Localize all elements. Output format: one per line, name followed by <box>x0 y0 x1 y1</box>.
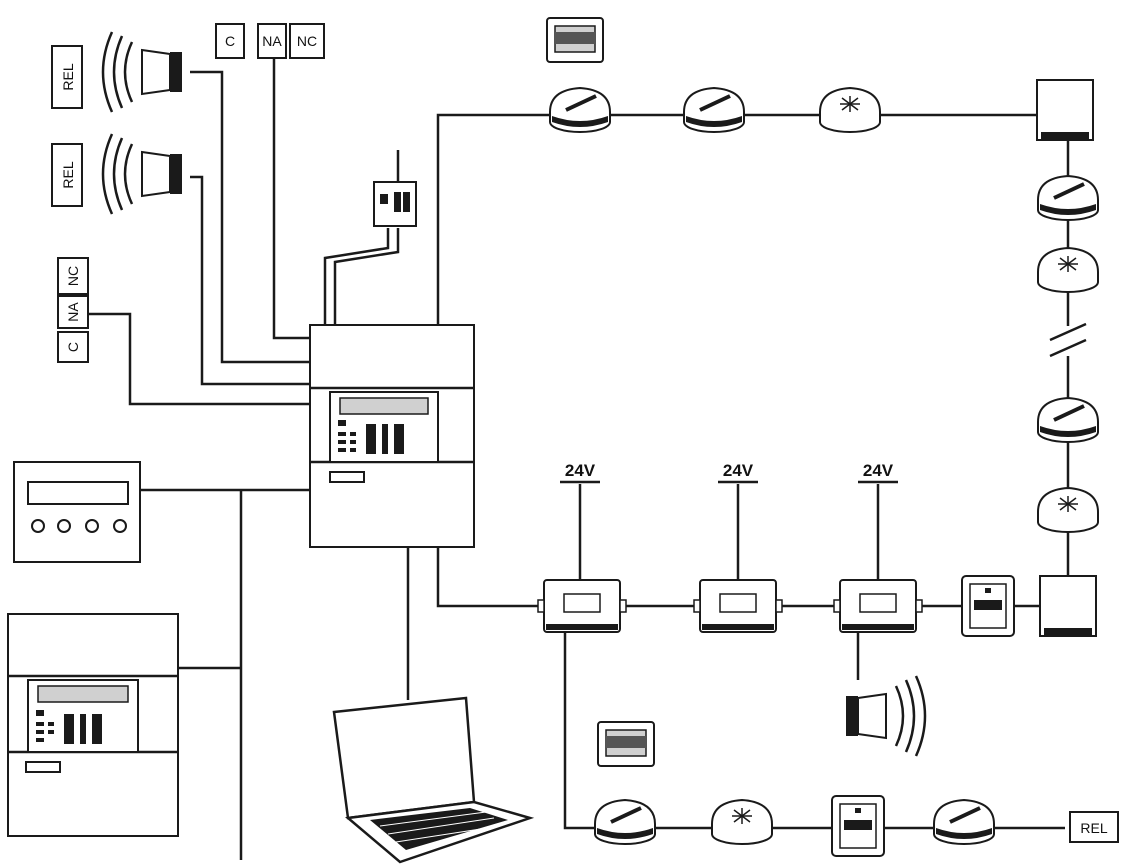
interface-module-icon <box>537 579 627 633</box>
door-holder-icon <box>597 721 655 767</box>
loop-break-symbol <box>1049 322 1087 358</box>
door-holder-icon <box>546 17 604 63</box>
heat-detector-icon <box>593 798 657 846</box>
interface-module-icon <box>833 579 923 633</box>
contact-c-label: C <box>225 33 235 49</box>
heat-detector-icon <box>1036 396 1100 444</box>
heat-detector-icon <box>932 798 996 846</box>
relay-box-icon <box>1039 575 1097 637</box>
optical-detector-icon <box>819 87 881 133</box>
relay-label: REL <box>1080 820 1107 836</box>
optical-detector-icon <box>1037 487 1099 533</box>
relay-contacts-top: C NA NC <box>215 23 325 59</box>
relay-output-1: REL <box>51 45 83 109</box>
relay-label: REL <box>60 161 76 188</box>
power-label-24v: 24V 24V 24V <box>560 461 898 484</box>
relay-output-2: REL <box>51 143 83 207</box>
laptop-icon <box>332 696 535 864</box>
contact-nc-label: NC <box>297 33 317 49</box>
supply-24v-label: 24V <box>565 461 596 480</box>
mains-fuse-box-icon <box>373 181 417 227</box>
interface-module-icon <box>693 579 783 633</box>
manual-call-point-icon <box>961 575 1015 637</box>
optical-detector-icon <box>711 799 773 845</box>
heat-detector-icon <box>548 86 612 134</box>
contact-nc-label: NC <box>65 266 81 286</box>
siren-icon <box>844 674 927 758</box>
optical-detector-icon <box>1037 247 1099 293</box>
heat-detector-icon <box>1036 174 1100 222</box>
contact-na-label: NA <box>262 33 282 49</box>
repeater-panel-icon <box>13 461 141 563</box>
control-panel-icon <box>309 324 475 548</box>
secondary-control-panel-icon <box>7 613 179 837</box>
siren-icon <box>101 30 184 114</box>
supply-24v-label: 24V <box>863 461 894 480</box>
siren-icon <box>101 132 184 216</box>
relay-output-3: REL <box>1069 811 1119 843</box>
relay-box-icon <box>1036 79 1094 141</box>
contact-na-label: NA <box>65 302 81 322</box>
relay-label: REL <box>60 63 76 90</box>
relay-contacts-left: NC NA C <box>57 257 89 363</box>
contact-c-label: C <box>65 342 81 352</box>
manual-call-point-icon <box>831 795 885 857</box>
heat-detector-icon <box>682 86 746 134</box>
supply-24v-label: 24V <box>723 461 754 480</box>
